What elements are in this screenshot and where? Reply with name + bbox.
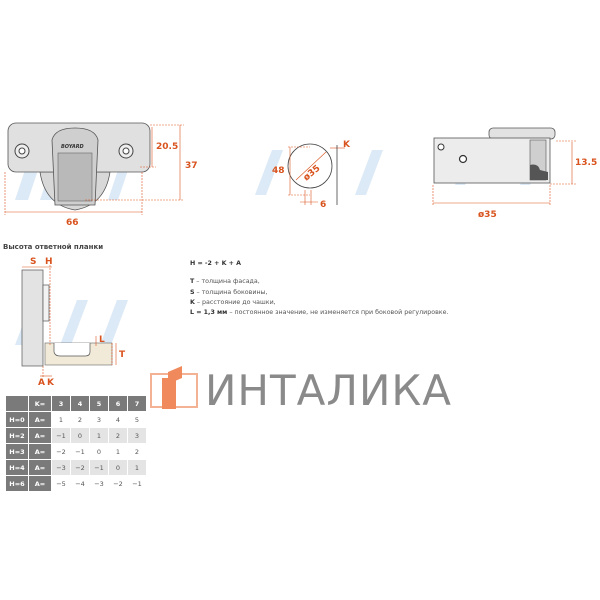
label-t: T	[119, 350, 126, 360]
table-cell: −1	[70, 443, 90, 460]
table-cell: H=3	[5, 443, 29, 460]
table-cell: – расстояние до чашки,	[194, 298, 276, 306]
table-cell: 2	[108, 427, 128, 444]
label-a: A	[38, 378, 45, 388]
table-cell: 5	[89, 395, 109, 412]
table-cell: −5	[51, 475, 71, 492]
table-cell: K	[190, 298, 195, 306]
table-cell: 1	[127, 459, 147, 476]
legend-line: L = 1,3 мм – постоянное значение, не изм…	[190, 308, 448, 318]
overlay-section-title: Высота ответной планки	[3, 243, 104, 251]
label-s: S	[30, 257, 36, 267]
table-cell: 7	[127, 395, 147, 412]
dim-total-height: 37	[185, 161, 198, 171]
logo-text: ИНТАЛИКА	[205, 366, 452, 415]
table-cell: – постоянное значение, не изменяется при…	[227, 309, 449, 317]
table-header-row: K= 3 4 5 6 7	[5, 395, 147, 412]
table-cell: 4	[108, 411, 128, 428]
dim-6: 6	[320, 200, 326, 210]
table-cell: 1	[89, 427, 109, 444]
table-cell: −2	[108, 475, 128, 492]
table-cell: 0	[70, 427, 90, 444]
table-cell: −1	[51, 427, 71, 444]
table-cell: 3	[127, 427, 147, 444]
table-cell: −3	[51, 459, 71, 476]
legend-line: K – расстояние до чашки,	[190, 298, 448, 308]
table-cell: −3	[89, 475, 109, 492]
table-cell: K=	[28, 395, 52, 412]
dim-width: 66	[66, 218, 79, 228]
legend-line: T – толщина фасада,	[190, 277, 448, 287]
label-l: L	[99, 335, 105, 345]
label-h: H	[45, 257, 53, 267]
dim-k: K	[343, 140, 351, 150]
hinge-side-view: 13.5 ø35	[432, 127, 597, 220]
table-cell: 5	[127, 411, 147, 428]
table-cell: L = 1,3 мм	[190, 309, 228, 317]
table-cell: 0	[89, 443, 109, 460]
table-cell: H=2	[5, 427, 29, 444]
brand-text: BOYARD	[61, 144, 84, 150]
table-cell: – толщина фасада,	[194, 278, 260, 286]
logo-mark	[150, 366, 198, 409]
formula-block: H = -2 + K + A T – толщина фасада, S – т…	[190, 259, 448, 318]
table-cell: A=	[28, 411, 52, 428]
table-cell	[5, 395, 29, 412]
dim-depth: 13.5	[575, 158, 597, 168]
dim-side-cup: ø35	[478, 210, 497, 220]
table-cell: −2	[70, 459, 90, 476]
hinge-front-view: BOYARD	[7, 122, 151, 211]
drilling-view: 48 ø35 6 K	[272, 140, 351, 210]
overlay-diagram: S H L T A K	[21, 257, 126, 388]
table-cell: T	[190, 278, 195, 286]
table-cell: −4	[70, 475, 90, 492]
table-cell: 3	[51, 395, 71, 412]
table-cell: 1	[51, 411, 71, 428]
front-dimensions	[4, 124, 184, 215]
table-cell: S	[190, 288, 195, 296]
table-cell: H=6	[5, 475, 29, 492]
table-cell: 2	[127, 443, 147, 460]
table-cell: −1	[127, 475, 147, 492]
dim-48: 48	[272, 166, 285, 176]
table-cell: 6	[108, 395, 128, 412]
table-cell: H=4	[5, 459, 29, 476]
table-cell: −2	[51, 443, 71, 460]
table-cell: A=	[28, 475, 52, 492]
label-k: K	[47, 378, 55, 388]
table-cell: A=	[28, 427, 52, 444]
table-cell: 1	[108, 443, 128, 460]
table-cell: – толщина боковины,	[194, 288, 268, 296]
table-cell: 2	[70, 411, 90, 428]
table-cell: −1	[89, 459, 109, 476]
table-cell: 4	[70, 395, 90, 412]
table-cell: 3	[89, 411, 109, 428]
dim-plate-height: 20.5	[156, 142, 178, 152]
legend-line: S – толщина боковины,	[190, 288, 448, 298]
table-cell: A=	[28, 459, 52, 476]
table-cell: A=	[28, 443, 52, 460]
table-cell: 0	[108, 459, 128, 476]
table-cell: H=0	[5, 411, 29, 428]
formula-equation: H = -2 + K + A	[190, 260, 241, 267]
